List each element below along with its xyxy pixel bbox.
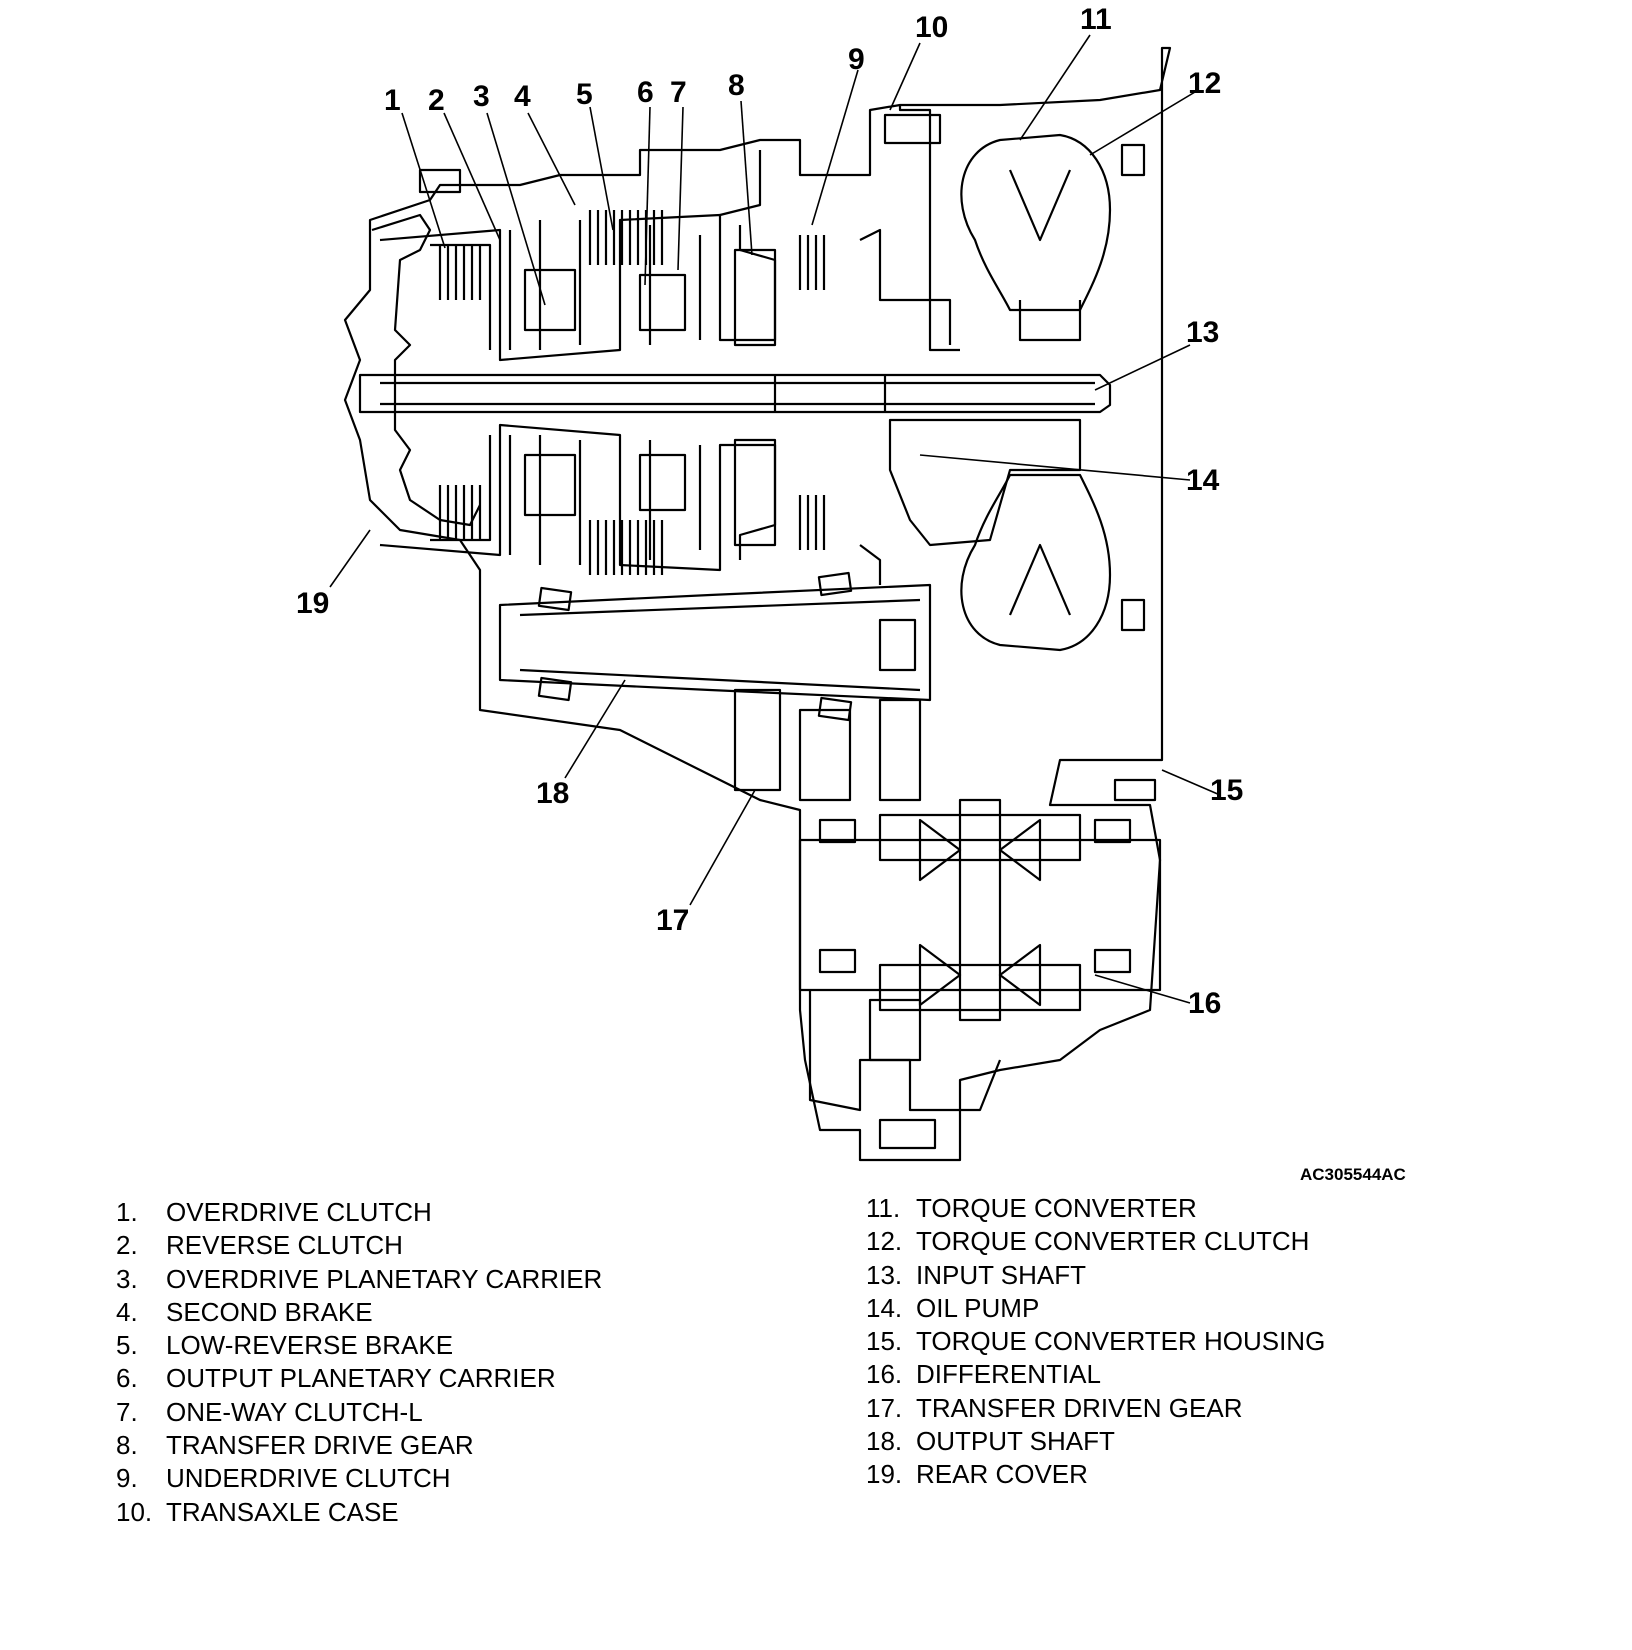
leader-line-18 — [564, 679, 626, 779]
case-bolt-bottom — [878, 1118, 937, 1150]
callout-8: 8 — [728, 69, 745, 102]
legend-column-left: 1.OVERDRIVE CLUTCH 2.REVERSE CLUTCH 3.OV… — [116, 1196, 602, 1529]
legend-item: 5.LOW-REVERSE BRAKE — [116, 1330, 454, 1361]
callout-9: 9 — [848, 43, 865, 76]
transaxle-case-outline — [343, 46, 1172, 1162]
legend-item: 10.TRANSAXLE CASE — [116, 1496, 399, 1527]
legend-item: 15.TORQUE CONVERTER HOUSING — [866, 1326, 1326, 1357]
legend-item: 17.TRANSFER DRIVEN GEAR — [866, 1392, 1243, 1423]
overdrive-planetary-carrier — [523, 268, 577, 332]
housing-bolt-top — [1120, 143, 1146, 177]
legend-item: 1.OVERDRIVE CLUTCH — [116, 1197, 432, 1227]
upper-clutch-plates — [438, 210, 826, 300]
lower-clutch-housing — [379, 423, 777, 572]
legend-item: 18.OUTPUT SHAFT — [866, 1426, 1115, 1457]
legend-column-right: 11.TORQUE CONVERTER 12.TORQUE CONVERTER … — [866, 1192, 1325, 1492]
leader-line-6 — [644, 106, 651, 286]
callout-3: 3 — [473, 80, 490, 113]
legend-item: 4.SECOND BRAKE — [116, 1296, 373, 1327]
figure-id: AC305544AC — [1300, 1165, 1406, 1184]
torque-converter-lower — [960, 473, 1112, 652]
housing-bolt-bottom — [1120, 598, 1146, 632]
torque-converter-upper — [960, 133, 1112, 312]
legend-item: 13.INPUT SHAFT — [866, 1259, 1086, 1290]
callout-2: 2 — [428, 84, 445, 117]
transaxle-cross-section-diagram: 1 2 3 4 5 6 7 8 9 10 11 12 13 14 15 16 1… — [296, 3, 1406, 1184]
legend-item: 12.TORQUE CONVERTER CLUTCH — [866, 1226, 1310, 1257]
transfer-driven-gear — [733, 688, 852, 802]
callout-19: 19 — [296, 587, 329, 620]
callout-4: 4 — [514, 80, 531, 113]
leader-line-5 — [589, 106, 614, 231]
leader-line-13 — [1094, 344, 1191, 391]
callout-6: 6 — [637, 76, 654, 109]
legend-item: 2.REVERSE CLUTCH — [116, 1230, 403, 1261]
callout-7: 7 — [670, 76, 687, 109]
callout-18: 18 — [536, 777, 569, 810]
callout-5: 5 — [576, 78, 593, 111]
legend-item: 3.OVERDRIVE PLANETARY CARRIER — [116, 1263, 603, 1294]
leader-line-11 — [1019, 34, 1091, 141]
leader-line-16 — [1094, 974, 1191, 1004]
oil-pump — [888, 418, 1082, 547]
case-bolt-top — [883, 113, 942, 145]
callout-12: 12 — [1188, 67, 1221, 100]
legend-item: 7.ONE-WAY CLUTCH-L — [116, 1396, 423, 1427]
callout-15: 15 — [1210, 774, 1243, 807]
leader-line-19 — [329, 529, 371, 588]
transfer-drive-gear — [733, 248, 777, 547]
leader-line-15 — [1161, 769, 1221, 796]
callout-1: 1 — [384, 84, 401, 117]
callout-16: 16 — [1188, 987, 1221, 1020]
callout-10: 10 — [915, 11, 948, 44]
leader-line-14 — [919, 454, 1191, 481]
callout-13: 13 — [1186, 316, 1219, 349]
input-shaft — [358, 373, 1112, 414]
callout-11: 11 — [1080, 3, 1112, 36]
leader-line-9 — [811, 69, 859, 226]
leader-line-4 — [527, 112, 576, 206]
legend-item: 11.TORQUE CONVERTER — [866, 1193, 1197, 1223]
leader-line-17 — [689, 789, 756, 906]
leader-line-10 — [889, 42, 921, 111]
leader-line-12 — [1089, 91, 1196, 156]
leader-line-8 — [740, 100, 753, 256]
legend-item: 14.OIL PUMP — [866, 1292, 1040, 1323]
differential-bearing-right-top — [1093, 818, 1132, 844]
legend-item: 16.DIFFERENTIAL — [866, 1359, 1101, 1390]
output-planetary-carrier — [638, 273, 687, 332]
legend-item: 8.TRANSFER DRIVE GEAR — [116, 1430, 474, 1461]
legend-item: 6.OUTPUT PLANETARY CARRIER — [116, 1363, 556, 1394]
differential-bearing-left-top — [818, 818, 857, 844]
lower-clutch-plates — [438, 485, 826, 575]
callout-14: 14 — [1186, 464, 1220, 497]
leader-line-2 — [443, 112, 501, 241]
leader-line-3 — [486, 112, 546, 306]
legend-item: 9.UNDERDRIVE CLUTCH — [116, 1463, 451, 1494]
output-shaft — [498, 583, 932, 702]
leader-line-1 — [401, 112, 446, 249]
leader-line-7 — [677, 106, 684, 271]
legend-item: 19.REAR COVER — [866, 1459, 1088, 1490]
callout-17: 17 — [656, 904, 689, 937]
